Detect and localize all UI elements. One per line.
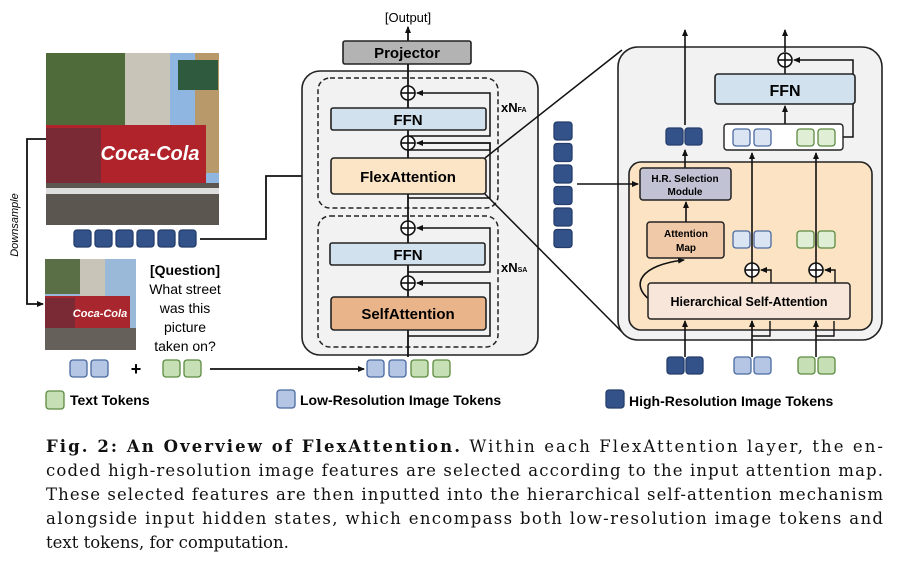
high-res-token [73, 229, 92, 248]
caption-line: alongside input hidden states, which enc… [46, 509, 883, 528]
caption-line: Fig. 2: An Overview of FlexAttention. Wi… [46, 437, 883, 456]
text-token [162, 359, 181, 378]
question-line: picture [164, 319, 206, 335]
downsample-arrow [26, 138, 46, 307]
downsample-label: Downsample [9, 193, 21, 257]
text-token [796, 128, 815, 147]
ffn-box-sa [329, 242, 486, 266]
low-res-token [732, 128, 751, 147]
low-res-token [90, 359, 109, 378]
ffn-box-fa [330, 107, 487, 131]
text-token [817, 230, 836, 249]
caption-line: coded high-resolution image features are… [46, 461, 883, 480]
text-token [183, 359, 202, 378]
flexattention-label: FlexAttention [360, 169, 456, 186]
add-circle-icon [400, 220, 416, 236]
low-res-token [733, 356, 752, 375]
output-label: [Output] [385, 10, 431, 25]
high-res-token [605, 389, 625, 409]
low-res-token [732, 230, 751, 249]
high-res-token [94, 229, 113, 248]
billboard-logo: Coca-Cola [101, 143, 200, 165]
high-res-token [666, 356, 685, 375]
high-res-token [115, 229, 134, 248]
low-res-token [276, 389, 296, 409]
caption-line: text tokens, for computation. [46, 533, 289, 552]
high-res-token [553, 164, 573, 184]
caption-line: These selected features are then inputte… [46, 485, 883, 504]
low-res-token [69, 359, 88, 378]
question-line: taken on? [154, 338, 216, 354]
high-res-token [553, 185, 573, 206]
high-res-token [684, 127, 703, 146]
text-token [45, 390, 65, 410]
legend-high-res: High-Resolution Image Tokens [629, 393, 834, 409]
add-circle-icon [400, 135, 416, 151]
high-res-token [665, 127, 684, 146]
high-res-token [553, 121, 573, 141]
ffn-right-label: FFN [769, 83, 800, 100]
high-res-token [553, 142, 573, 163]
attention-map-label: Attention [664, 229, 708, 240]
repeat-sa-label: xNSA [501, 260, 527, 275]
high-res-token [136, 229, 155, 248]
billboard-logo-small: Coca-Cola [73, 308, 127, 320]
hr-tokens-to-flexattention-arrow [200, 173, 330, 240]
text-token [797, 356, 816, 375]
add-circle-icon [808, 262, 824, 278]
attention-map-box [646, 221, 725, 259]
projector-label: Projector [374, 45, 440, 62]
low-res-token [366, 359, 385, 378]
high-res-image: Coca-Cola [46, 53, 219, 225]
legend-low-res: Low-Resolution Image Tokens [300, 392, 501, 408]
text-token [817, 356, 836, 375]
hierarchical-self-attention-label: Hierarchical Self-Attention [671, 295, 828, 309]
flexattention-box [330, 157, 487, 195]
low-res-token [753, 356, 772, 375]
hr-selection-module [639, 167, 732, 201]
plus-sign: + [131, 359, 142, 379]
low-res-image: Coca-Cola [45, 259, 136, 350]
high-res-token [553, 207, 573, 227]
text-token [796, 230, 815, 249]
question-line: was this [159, 300, 211, 316]
legend-text-tokens: Text Tokens [70, 392, 150, 408]
hr-selection-label: Module [668, 187, 703, 198]
low-res-token [753, 230, 772, 249]
projector-box [342, 40, 472, 65]
ffn-label: FFN [393, 112, 422, 129]
repeat-fa-label: xNFA [501, 100, 527, 115]
text-token [817, 128, 836, 147]
caption-label: Fig. 2: An Overview of FlexAttention. [46, 437, 460, 456]
add-circle-icon [744, 262, 760, 278]
selfattention-box [330, 296, 487, 331]
high-res-token [178, 229, 197, 248]
high-res-token [553, 228, 573, 249]
ffn-label: FFN [393, 247, 422, 264]
llm-layers-panel [301, 70, 539, 356]
hr-selection-label: H.R. Selection [651, 174, 718, 185]
attention-map-label: Map [676, 243, 696, 254]
zoom-line [484, 49, 623, 159]
low-res-token [753, 128, 772, 147]
high-res-token [685, 356, 704, 375]
high-res-token [157, 229, 176, 248]
add-circle-icon [777, 52, 793, 68]
text-token [410, 359, 429, 378]
ffn-box-right [714, 73, 856, 105]
hierarchical-self-attention-box [647, 282, 851, 320]
zoom-line [484, 193, 623, 333]
low-res-token [388, 359, 407, 378]
text-token [432, 359, 451, 378]
question-title: [Question] [150, 262, 220, 278]
add-circle-icon [400, 275, 416, 291]
add-circle-icon [400, 85, 416, 101]
question-line: What street [149, 281, 221, 297]
selfattention-label: SelfAttention [361, 306, 454, 323]
